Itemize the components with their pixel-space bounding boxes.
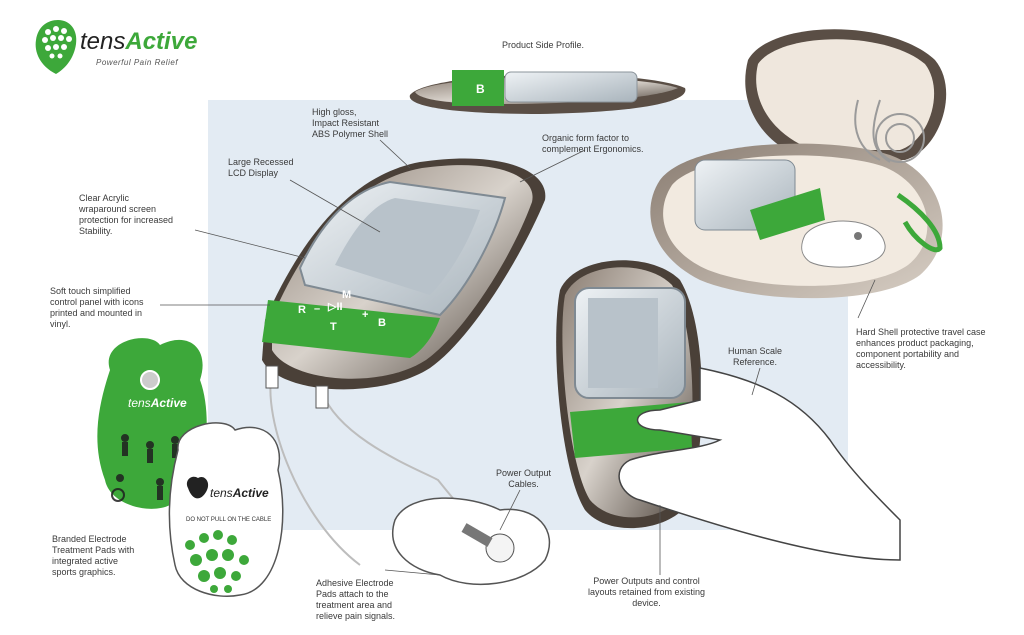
- note-branded-pads-line-3: integrated active: [52, 556, 119, 566]
- device-in-hand: [556, 260, 901, 561]
- note-hard-shell-line-3: component portability and: [856, 349, 960, 359]
- device-main: R – ▷II M + B T: [262, 158, 546, 566]
- note-power-outputs: Power Outputs and control layouts retain…: [588, 576, 705, 609]
- note-soft-touch-line-1: Soft touch simplified: [50, 286, 131, 296]
- green-pad-brand: tensActive: [128, 396, 187, 410]
- key-plus: +: [362, 309, 368, 321]
- note-high-gloss-line-2: Impact Resistant: [312, 118, 380, 128]
- white-pad-brand-light: tens: [210, 486, 233, 500]
- brand-tagline: Powerful Pain Relief: [96, 58, 179, 67]
- branded-white-pad: [168, 422, 284, 597]
- note-human-scale-line-1: Human Scale: [728, 346, 783, 356]
- side-key-label: B: [476, 82, 485, 96]
- note-adhesive-line-4: relieve pain signals.: [316, 611, 396, 621]
- note-soft-touch-line-4: vinyl.: [50, 319, 71, 329]
- green-pad-brand-light: tens: [128, 396, 151, 410]
- note-acrylic: Clear Acrylic wraparound screen protecti…: [79, 193, 173, 237]
- note-human-scale-line-2: Reference.: [733, 357, 778, 367]
- white-pad-brand: tensActive: [210, 486, 269, 500]
- white-pad-brand-bold: Active: [232, 486, 269, 500]
- note-adhesive-line-2: Pads attach to the: [316, 589, 389, 599]
- green-pad-brand-bold: Active: [150, 396, 187, 410]
- note-adhesive-line-1: Adhesive Electrode: [316, 578, 394, 588]
- note-high-gloss-line-3: ABS Polymer Shell: [312, 129, 389, 139]
- leader-lines: [160, 139, 876, 576]
- note-lcd: Large Recessed LCD Display: [228, 157, 294, 179]
- brand-wordmark: tensActive: [80, 28, 197, 56]
- note-soft-touch-line-3: printed and mounted in: [50, 308, 143, 318]
- note-power-cables-line-2: Cables.: [508, 479, 539, 489]
- note-organic-line-1: Organic form factor to: [542, 133, 630, 143]
- note-hard-shell-line-1: Hard Shell protective travel case: [856, 327, 986, 337]
- note-side-profile-text: Product Side Profile.: [502, 40, 585, 50]
- note-hard-shell-line-2: enhances product packaging,: [856, 338, 974, 348]
- note-power-outputs-line-3: device.: [632, 598, 661, 608]
- note-soft-touch-line-2: control panel with icons: [50, 297, 144, 307]
- note-high-gloss-line-1: High gloss,: [312, 107, 357, 117]
- adhesive-pad: [392, 497, 551, 585]
- note-branded-pads-line-4: sports graphics.: [52, 567, 116, 577]
- device-side-profile: B: [409, 70, 686, 114]
- note-acrylic-line-3: protection for increased: [79, 215, 174, 225]
- note-lcd-line-2: LCD Display: [228, 168, 279, 178]
- note-branded-pads: Branded Electrode Treatment Pads with in…: [52, 534, 134, 578]
- note-organic: Organic form factor to complement Ergono…: [542, 133, 644, 155]
- logo-mark-icon: [35, 20, 77, 74]
- note-acrylic-line-2: wraparound screen: [79, 204, 157, 214]
- note-power-outputs-line-2: layouts retained from existing: [588, 587, 706, 597]
- note-power-cables-line-1: Power Output: [496, 468, 552, 478]
- note-adhesive-line-3: treatment area and: [316, 600, 393, 610]
- note-hard-shell: Hard Shell protective travel case enhanc…: [856, 327, 986, 371]
- note-hard-shell-line-4: accessibility.: [856, 360, 906, 370]
- note-soft-touch: Soft touch simplified control panel with…: [50, 286, 144, 330]
- key-b: B: [378, 317, 386, 329]
- brand-logo: [34, 18, 78, 81]
- key-r: R: [298, 304, 306, 316]
- note-branded-pads-line-2: Treatment Pads with: [52, 545, 135, 555]
- note-branded-pads-line-1: Branded Electrode: [52, 534, 127, 544]
- note-power-outputs-line-1: Power Outputs and control: [593, 576, 700, 586]
- key-t: T: [330, 321, 337, 333]
- note-power-cables: Power Output Cables.: [496, 468, 551, 490]
- key-play-pause: ▷II: [327, 301, 343, 313]
- note-acrylic-line-1: Clear Acrylic: [79, 193, 130, 203]
- note-acrylic-line-4: Stability.: [79, 226, 113, 236]
- travel-case: [650, 29, 947, 299]
- brand-name-light: tens: [80, 28, 126, 55]
- note-adhesive: Adhesive Electrode Pads attach to the tr…: [316, 578, 395, 622]
- note-human-scale: Human Scale Reference.: [728, 346, 782, 368]
- key-m: M: [342, 289, 351, 301]
- pad-warning-text: DO NOT PULL ON THE CABLE: [186, 517, 272, 523]
- note-high-gloss: High gloss, Impact Resistant ABS Polymer…: [312, 107, 388, 140]
- note-side-profile: Product Side Profile.: [502, 40, 584, 51]
- brand-name-bold: Active: [125, 28, 198, 55]
- note-organic-line-2: complement Ergonomics.: [542, 144, 644, 154]
- note-lcd-line-1: Large Recessed: [228, 157, 294, 167]
- key-minus: –: [314, 303, 320, 315]
